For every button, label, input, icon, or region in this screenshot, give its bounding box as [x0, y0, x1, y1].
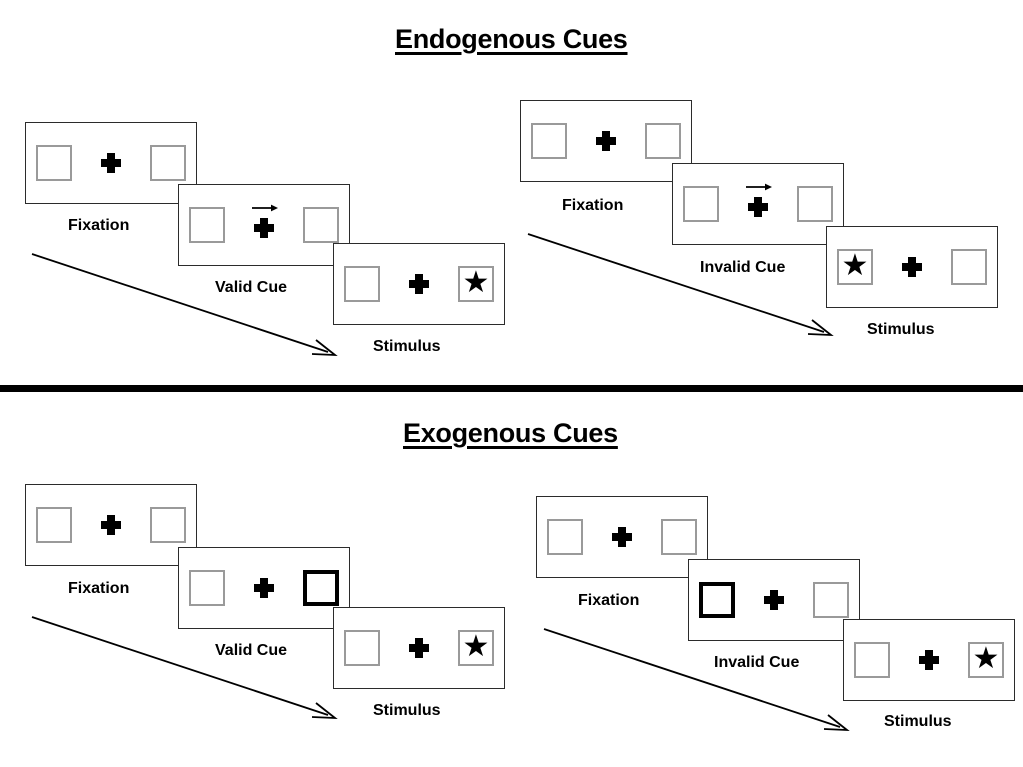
star-icon: ★ — [462, 630, 490, 663]
frame-content — [521, 101, 691, 181]
frame-content: ★ — [334, 244, 504, 324]
fixation-cross-wrap — [916, 640, 942, 680]
placeholder-box-right — [150, 507, 186, 543]
caption-exogenous-invalid-cue: Invalid Cue — [714, 654, 800, 671]
frame-content — [26, 123, 196, 203]
frame-content — [689, 560, 859, 640]
time-flow-arrow-exogenous-valid — [31, 616, 338, 720]
placeholder-box-right — [951, 249, 987, 285]
plus-icon — [101, 515, 121, 535]
arrow-right-icon — [252, 204, 278, 212]
caption-exogenous-valid-fixation: Fixation — [68, 580, 130, 597]
caption-exogenous-invalid-stimulus: Stimulus — [884, 713, 952, 730]
fixation-cross-wrap — [251, 568, 277, 608]
placeholder-box-right — [813, 582, 849, 618]
trial-frame-endogenous-invalid-cue — [672, 163, 844, 245]
fixation-cross-wrap — [899, 247, 925, 287]
time-flow-arrow-endogenous-invalid — [527, 233, 834, 337]
placeholder-box-right — [150, 145, 186, 181]
time-flow-arrow-exogenous-invalid — [543, 628, 850, 732]
placeholder-box-right — [797, 186, 833, 222]
caption-exogenous-valid-cue: Valid Cue — [215, 642, 288, 659]
frame-content: ★ — [334, 608, 504, 688]
trial-frame-exogenous-valid-cue — [178, 547, 350, 629]
caption-exogenous-invalid-fixation: Fixation — [578, 592, 640, 609]
placeholder-box-right — [303, 207, 339, 243]
fixation-cross-wrap — [609, 517, 635, 557]
fixation-cross-wrap — [98, 143, 124, 183]
plus-icon — [748, 197, 768, 217]
fixation-cross-wrap — [251, 204, 278, 245]
plus-icon — [919, 650, 939, 670]
fixation-cross-wrap — [406, 264, 432, 304]
placeholder-box-left — [36, 507, 72, 543]
trial-frame-exogenous-invalid-fixation — [536, 496, 708, 578]
trial-frame-endogenous-valid-fixation — [25, 122, 197, 204]
frame-content — [537, 497, 707, 577]
frame-content — [179, 185, 349, 265]
star-icon: ★ — [841, 249, 869, 282]
caption-exogenous-valid-stimulus: Stimulus — [373, 702, 441, 719]
plus-icon — [409, 638, 429, 658]
fixation-cross-wrap — [406, 628, 432, 668]
placeholder-box-right — [645, 123, 681, 159]
caption-endogenous-valid-cue: Valid Cue — [215, 279, 288, 296]
placeholder-box-left — [36, 145, 72, 181]
trial-frame-exogenous-invalid-stimulus: ★ — [843, 619, 1015, 701]
placeholder-box-left — [547, 519, 583, 555]
caption-endogenous-invalid-fixation: Fixation — [562, 197, 624, 214]
plus-icon — [902, 257, 922, 277]
fixation-cross-wrap — [745, 183, 772, 224]
trial-frame-exogenous-valid-stimulus: ★ — [333, 607, 505, 689]
plus-icon — [254, 218, 274, 238]
trial-frame-endogenous-invalid-fixation — [520, 100, 692, 182]
trial-frame-exogenous-invalid-cue — [688, 559, 860, 641]
placeholder-box-left — [344, 630, 380, 666]
plus-icon — [101, 153, 121, 173]
fixation-cross-wrap — [761, 580, 787, 620]
caption-endogenous-invalid-cue: Invalid Cue — [700, 259, 786, 276]
placeholder-box-right — [661, 519, 697, 555]
trial-frame-endogenous-valid-cue — [178, 184, 350, 266]
trial-frame-endogenous-invalid-stimulus: ★ — [826, 226, 998, 308]
arrow-right-icon — [746, 183, 772, 191]
caption-endogenous-valid-stimulus: Stimulus — [373, 338, 441, 355]
placeholder-box-left — [854, 642, 890, 678]
plus-icon — [254, 578, 274, 598]
trial-frame-endogenous-valid-stimulus: ★ — [333, 243, 505, 325]
placeholder-box-left — [189, 207, 225, 243]
section-divider — [0, 385, 1023, 392]
frame-content — [179, 548, 349, 628]
placeholder-box-left — [344, 266, 380, 302]
placeholder-box-left-cued — [699, 582, 735, 618]
caption-endogenous-invalid-stimulus: Stimulus — [867, 321, 935, 338]
placeholder-box-left-target: ★ — [837, 249, 873, 285]
plus-icon — [764, 590, 784, 610]
placeholder-box-right-cued — [303, 570, 339, 606]
placeholder-box-right-target: ★ — [458, 266, 494, 302]
plus-icon — [596, 131, 616, 151]
frame-content: ★ — [844, 620, 1014, 700]
frame-content — [26, 485, 196, 565]
section-title-endogenous: Endogenous Cues — [395, 24, 628, 54]
star-icon: ★ — [462, 266, 490, 299]
fixation-cross-wrap — [593, 121, 619, 161]
section-title-exogenous: Exogenous Cues — [403, 418, 618, 448]
trial-frame-exogenous-valid-fixation — [25, 484, 197, 566]
plus-icon — [612, 527, 632, 547]
frame-content — [673, 164, 843, 244]
fixation-cross-wrap — [98, 505, 124, 545]
caption-endogenous-valid-fixation: Fixation — [68, 217, 130, 234]
placeholder-box-right-target: ★ — [968, 642, 1004, 678]
placeholder-box-left — [189, 570, 225, 606]
placeholder-box-right-target: ★ — [458, 630, 494, 666]
placeholder-box-left — [531, 123, 567, 159]
placeholder-box-left — [683, 186, 719, 222]
time-flow-arrow-endogenous-valid — [31, 253, 338, 357]
frame-content: ★ — [827, 227, 997, 307]
star-icon: ★ — [972, 642, 1000, 675]
plus-icon — [409, 274, 429, 294]
